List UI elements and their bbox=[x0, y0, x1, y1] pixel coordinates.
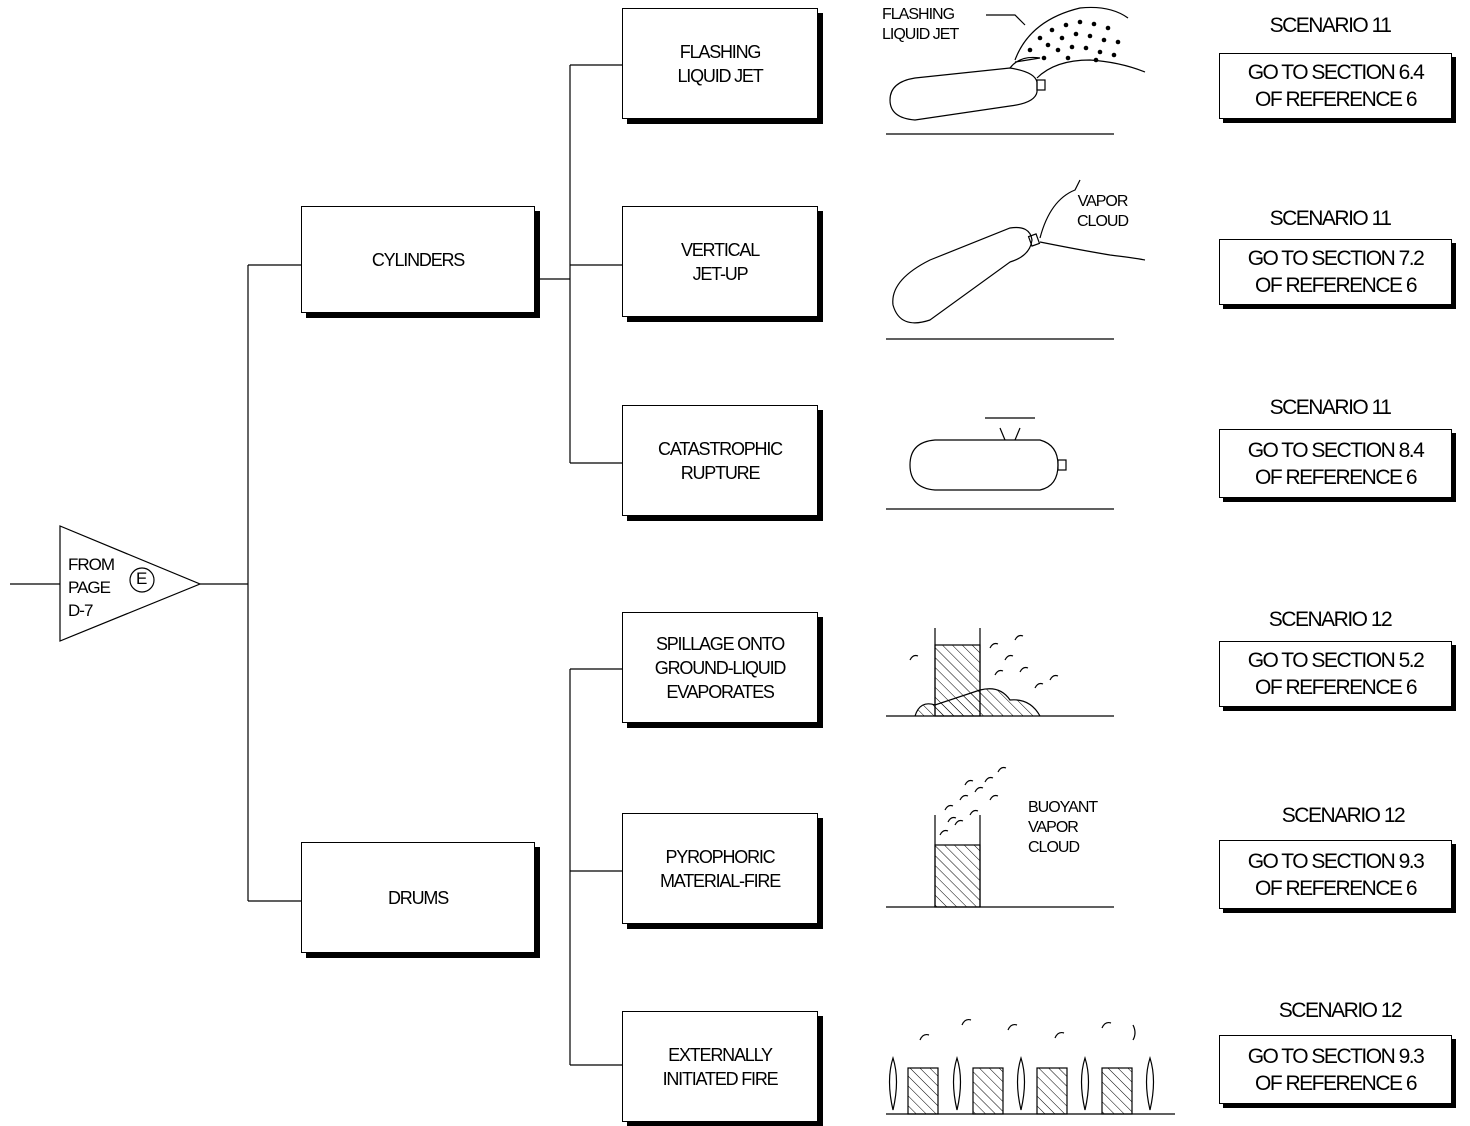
reference-box[interactable]: GO TO SECTION 9.3 OF REFERENCE 6 bbox=[1219, 1035, 1452, 1104]
flashing-jet-illustration bbox=[886, 6, 1146, 135]
connector-letter: E bbox=[136, 569, 147, 588]
scenario-title: SCENARIO 11 bbox=[1269, 207, 1392, 230]
reference-box[interactable]: GO TO SECTION 8.4 OF REFERENCE 6 bbox=[1219, 429, 1452, 498]
connector-circle bbox=[129, 567, 155, 593]
branch-spillage[interactable]: SPILLAGE ONTO GROUND-LIQUID EVAPORATES bbox=[622, 612, 818, 723]
pyrophoric-illustration bbox=[886, 766, 1114, 908]
reference-box[interactable]: GO TO SECTION 5.2 OF REFERENCE 6 bbox=[1219, 641, 1452, 707]
illustration-label: FLASHING LIQUID JET bbox=[882, 6, 959, 43]
reference-box[interactable]: GO TO SECTION 9.3 OF REFERENCE 6 bbox=[1219, 840, 1452, 909]
branch-pyrophoric[interactable]: PYROPHORIC MATERIAL-FIRE bbox=[622, 813, 818, 924]
scenario-title: SCENARIO 11 bbox=[1269, 14, 1392, 37]
reference-box[interactable]: GO TO SECTION 7.2 OF REFERENCE 6 bbox=[1219, 239, 1452, 305]
branch-external-fire[interactable]: EXTERNALLY INITIATED FIRE bbox=[622, 1011, 818, 1122]
scenario-title: SCENARIO 12 bbox=[1268, 608, 1393, 631]
spillage-illustration bbox=[886, 628, 1114, 717]
scenario-title: SCENARIO 12 bbox=[1281, 804, 1406, 827]
branch-flashing-liquid-jet[interactable]: FLASHING LIQUID JET bbox=[622, 8, 818, 119]
scenario-title: SCENARIO 11 bbox=[1269, 396, 1392, 419]
vertical-jet-illustration bbox=[886, 179, 1146, 340]
illustration-label: BUOYANT VAPOR CLOUD bbox=[1028, 799, 1098, 856]
category-drums[interactable]: DRUMS bbox=[301, 842, 535, 953]
rupture-illustration bbox=[886, 417, 1114, 510]
source-label: FROM PAGE D-7 bbox=[68, 555, 115, 620]
branch-catastrophic-rupture[interactable]: CATASTROPHIC RUPTURE bbox=[622, 405, 818, 516]
illustration-label: VAPOR CLOUD bbox=[1077, 193, 1129, 230]
external-fire-illustration bbox=[886, 1018, 1175, 1115]
reference-box[interactable]: GO TO SECTION 6.4 OF REFERENCE 6 bbox=[1219, 53, 1452, 119]
category-cylinders[interactable]: CYLINDERS bbox=[301, 206, 535, 313]
branch-vertical-jet-up[interactable]: VERTICAL JET-UP bbox=[622, 206, 818, 317]
scenario-title: SCENARIO 12 bbox=[1278, 999, 1403, 1022]
